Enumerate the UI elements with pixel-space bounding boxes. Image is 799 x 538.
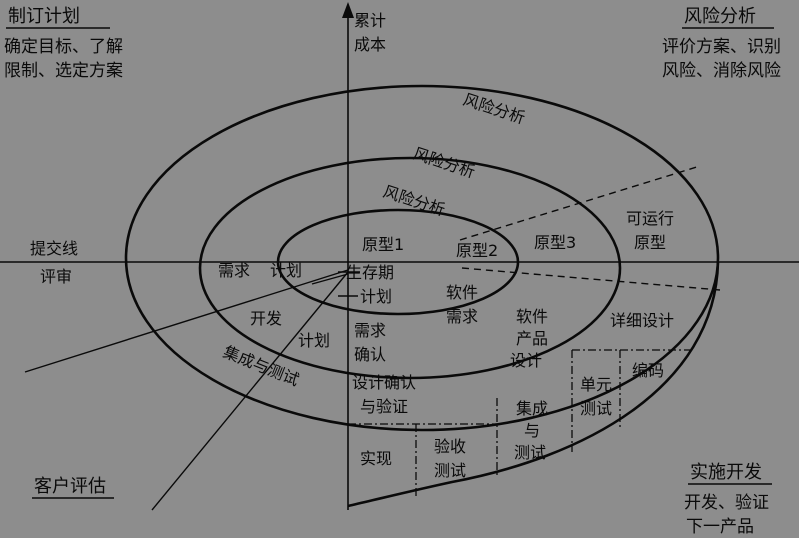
software-product-design-line1: 软件 [516,307,548,326]
operational-prototype-line2: 原型 [634,233,666,252]
integration-test-line3: 测试 [514,443,546,462]
prototype-2: 原型2 [456,241,498,260]
lifecycle-plan-line2: 计划 [360,287,392,306]
prototype-1: 原型1 [362,235,404,254]
software-product-design-line2: 产品 [516,329,548,348]
design-verification-line2: 与验证 [360,397,408,416]
software-product-design-line3: 设计 [510,351,542,370]
requirements-confirmation-line2: 确认 [354,345,386,364]
operational-prototype-line1: 可运行 [626,209,674,228]
dashed-separator-2 [461,267,721,291]
acceptance-test-line2: 测试 [434,461,466,480]
bottom-right-line2: 下一产品 [686,517,754,537]
requirements-confirmation-line1: 需求 [354,321,386,340]
top-left-line1: 确定目标、了解 [4,37,123,57]
spiral-outer-arc [347,261,720,508]
integration-test-line2: 与 [524,421,540,440]
risk-analysis-inner: 风险分析 [381,182,448,220]
top-right-title: 风险分析 [684,6,756,27]
x-axis-label-line1: 提交线 [30,239,78,258]
bottom-right-title: 实施开发 [690,462,762,483]
spiral-ring-3 [124,84,720,432]
radial-line-upper [24,269,349,373]
top-right-line2: 风险、消除风险 [662,61,781,81]
development-plan-label: 计划 [298,331,330,350]
axis-arrow-icon [342,2,354,18]
unit-test-line2: 测试 [580,399,612,418]
requirements-plan-req: 需求 [218,261,250,280]
coding: 编码 [632,361,664,380]
implementation: 实现 [360,449,392,468]
development-label: 开发 [250,309,282,328]
risk-analysis-middle: 风险分析 [411,144,478,182]
radial-line-lower [151,271,349,511]
integration-test-plan: 集成与测试 [221,342,302,390]
y-axis-label-line1: 累计 [354,11,386,30]
spiral-ring-2 [198,156,622,380]
top-left-line2: 限制、选定方案 [4,61,123,81]
top-right-line1: 评价方案、识别 [662,37,781,57]
integration-test-line1: 集成 [516,399,548,418]
top-left-title: 制订计划 [8,6,80,27]
software-requirements-line2: 需求 [446,307,478,326]
unit-test-line1: 单元 [580,375,612,394]
spiral-ring-1 [276,208,520,316]
dashed-separator-1 [459,165,701,241]
software-requirements-line1: 软件 [446,283,478,302]
radial-line-stub [311,273,349,285]
requirements-plan-plan: 计划 [270,261,302,280]
bottom-left-title: 客户评估 [34,476,106,497]
prototype-3: 原型3 [534,233,576,252]
detailed-design: 详细设计 [610,311,674,330]
lifecycle-plan-line1: 生存期 [346,263,394,282]
design-verification-line1: 设计确认 [352,373,416,392]
acceptance-test-line1: 验收 [434,437,466,456]
y-axis-label-line2: 成本 [354,35,386,54]
bottom-right-line1: 开发、验证 [684,493,769,513]
x-axis-label-line2: 评审 [40,267,72,286]
